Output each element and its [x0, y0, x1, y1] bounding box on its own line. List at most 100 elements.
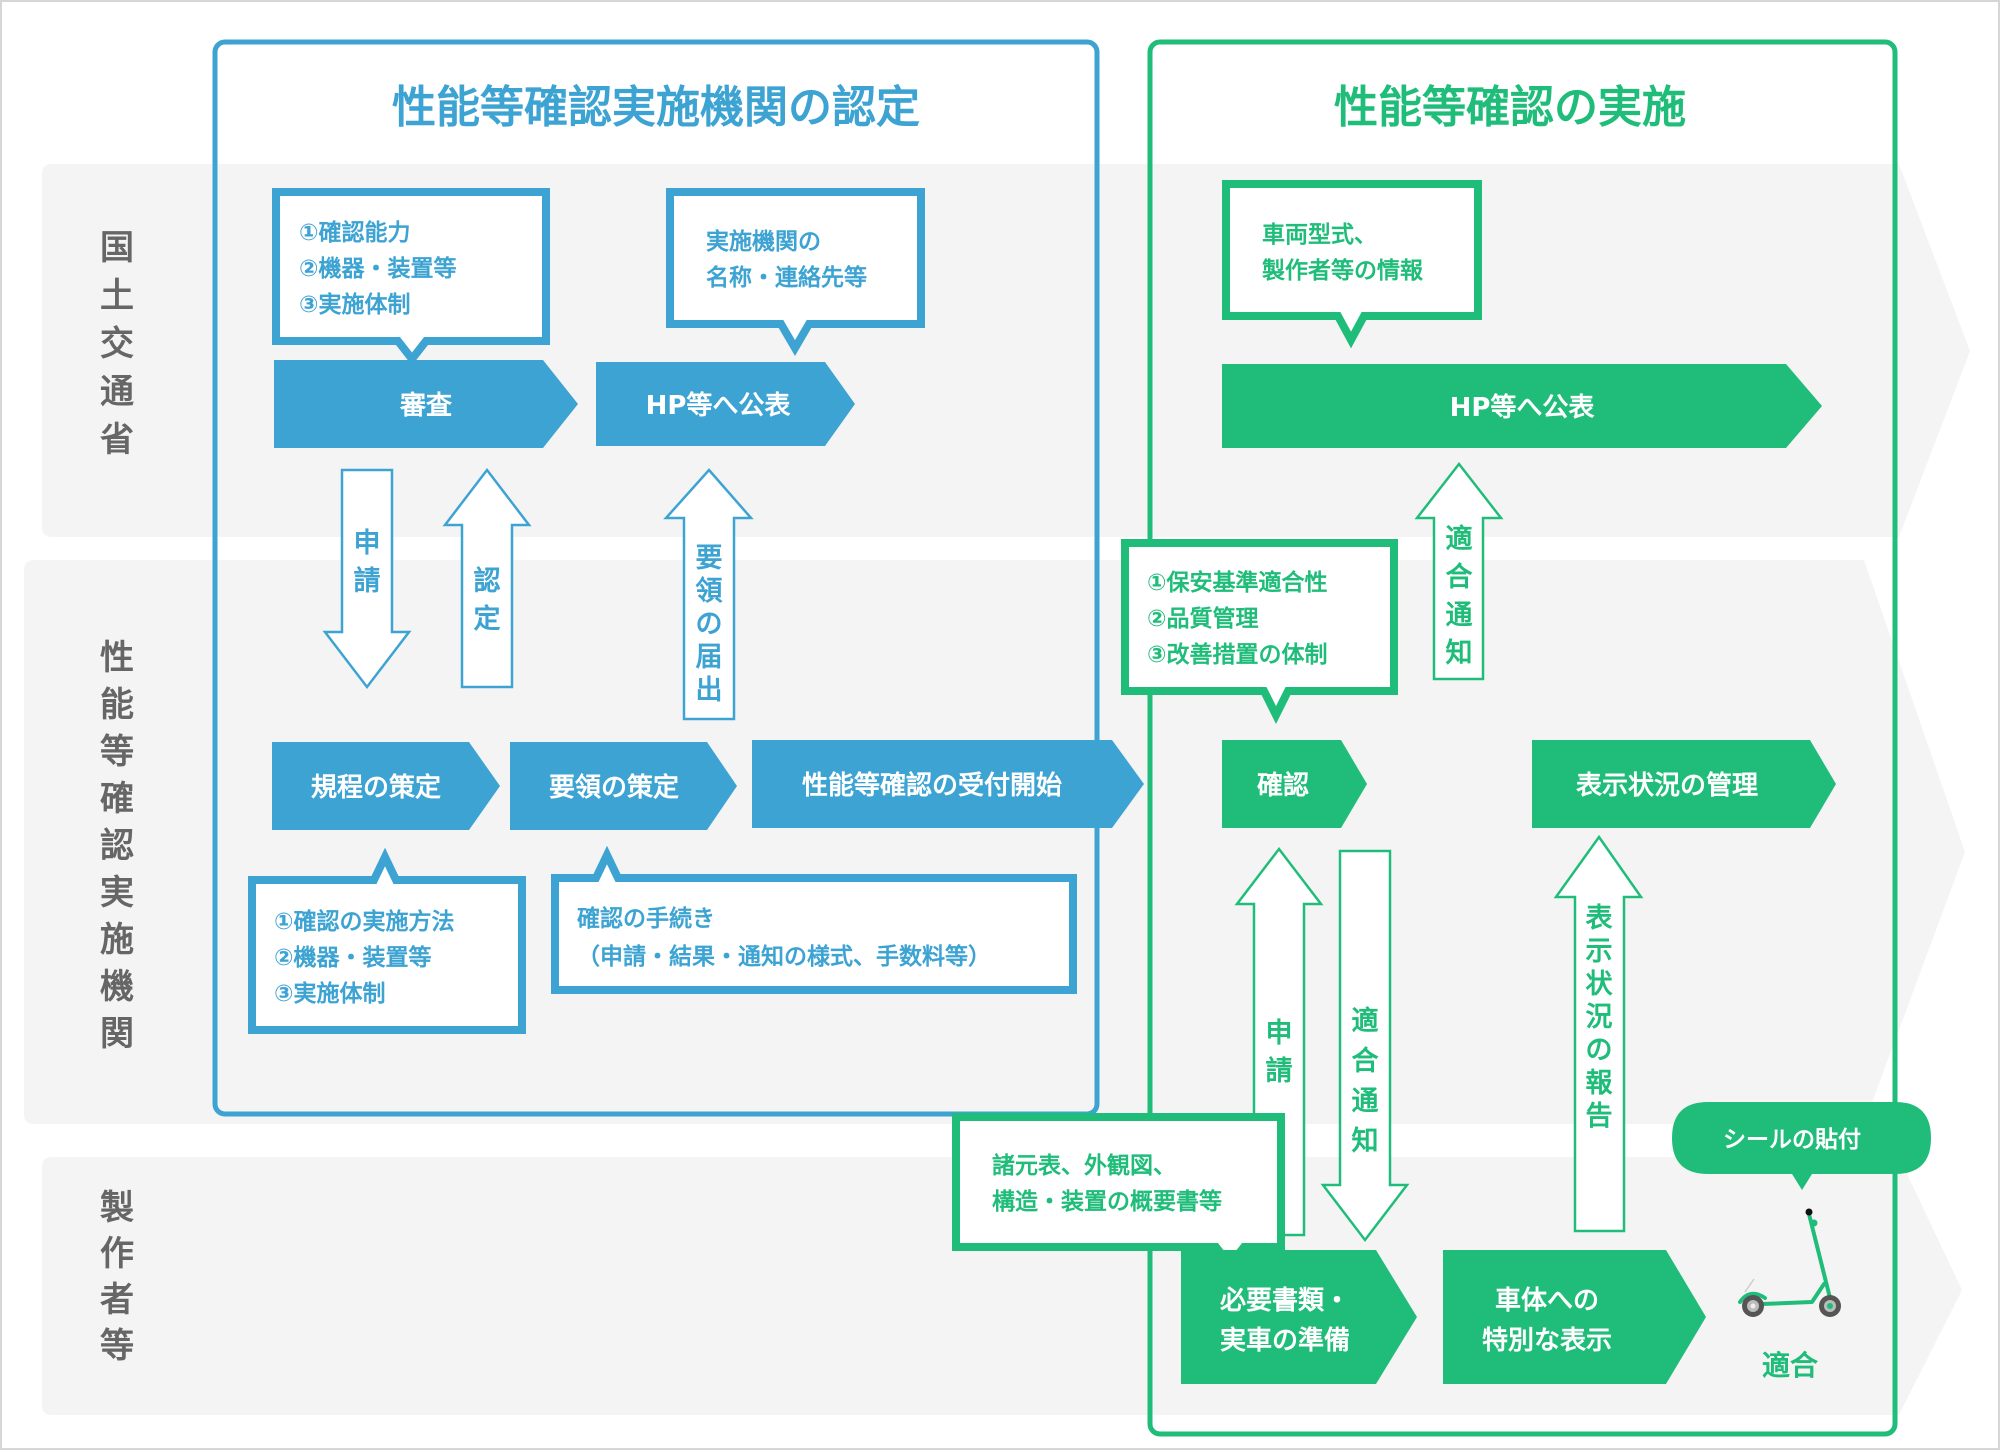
- implementation-frame: [1147, 39, 1898, 1437]
- vertical-char: 適: [1352, 1005, 1379, 1037]
- shape: [510, 742, 737, 830]
- step-guidelines: 要領の策定: [510, 742, 737, 830]
- callout-review-criteria: ①確認能力 ②機器・装置等 ③実施体制: [272, 188, 550, 366]
- step-start-reception: 性能等確認の受付開始: [752, 740, 1144, 828]
- label-text: ②品質管理: [1147, 605, 1258, 632]
- vertical-char: 通: [100, 372, 134, 412]
- step-confirm: 確認: [1222, 740, 1367, 828]
- vertical-char: 合: [1446, 561, 1473, 593]
- lane-label-maker: 製作者等: [100, 1188, 134, 1366]
- vertical-char: 申: [354, 528, 381, 559]
- step-display-management: 表示状況の管理: [1532, 740, 1836, 828]
- vertical-char: の: [696, 609, 723, 640]
- shape: [272, 742, 500, 830]
- label-text: 構造・装置の概要書等: [992, 1188, 1222, 1215]
- shape: [1121, 539, 1398, 724]
- vertical-char: 通: [1446, 600, 1473, 631]
- vertical-char: の: [1586, 1035, 1613, 1066]
- shape: [596, 362, 855, 446]
- implementation-title: 性能等確認の実施: [1334, 82, 1686, 133]
- label-text: 確認: [1257, 770, 1309, 801]
- shape: [274, 360, 578, 448]
- arrow-label: 申請: [1266, 1018, 1293, 1087]
- label-text: ②機器・装置等: [274, 944, 431, 971]
- label-text: HP等へ公表: [646, 390, 792, 421]
- arrow-label: 要領の届出: [696, 543, 723, 706]
- vertical-char: 確: [100, 779, 134, 819]
- vertical-char: 領: [696, 575, 723, 607]
- callout-documents: 諸元表、外観図、 構造・装置の概要書等: [952, 1113, 1285, 1272]
- label-text: ①確認の実施方法: [274, 908, 454, 935]
- callout-publish-info: 実施機関の 名称・連絡先等: [666, 188, 925, 356]
- shape: [663, 468, 754, 721]
- implementation-frame-header-bg: [1148, 40, 1897, 164]
- certification-frame-header-bg: [213, 40, 1099, 164]
- implementation-section: 性能等確認の実施 車両型式、 製作者等の情報 HP等へ公表 適合通知 ①保安基準…: [952, 39, 1931, 1437]
- label-text: 製作者等の情報: [1261, 257, 1424, 284]
- label-text: 車両型式、: [1262, 222, 1377, 248]
- label-text: 車体への: [1495, 1286, 1599, 1316]
- shape: [1810, 1219, 1818, 1227]
- step-publish: HP等へ公表: [596, 362, 855, 446]
- step-special-marking: 車体への 特別な表示: [1443, 1250, 1706, 1384]
- step-prepare-documents: 必要書類・ 実車の準備: [1181, 1250, 1417, 1384]
- callout-rules-content: ①確認の実施方法 ②機器・装置等 ③実施体制: [248, 847, 526, 1034]
- step-publish-green: HP等へ公表: [1222, 364, 1822, 448]
- shape: [1760, 1282, 1826, 1306]
- vertical-char: 請: [354, 565, 381, 597]
- vertical-char: 作: [100, 1234, 134, 1274]
- vertical-char: 報: [1586, 1068, 1614, 1099]
- label-text: 実車の準備: [1220, 1325, 1350, 1356]
- shape: [1553, 834, 1644, 1233]
- label-text: ③実施体制: [274, 980, 385, 1007]
- certification-frame: [212, 39, 1100, 1117]
- lane-label-text: 国土交通省: [100, 228, 134, 460]
- result-label: 適合: [1762, 1349, 1819, 1382]
- shape: [666, 188, 925, 356]
- vertical-char: 知: [1446, 638, 1473, 669]
- arrow-label: 表示状況の報告: [1586, 903, 1614, 1132]
- vertical-char: 知: [1352, 1126, 1379, 1157]
- vertical-char: 認: [474, 565, 501, 597]
- vertical-char: 状: [1586, 969, 1614, 1000]
- step-rules: 規程の策定: [272, 742, 500, 830]
- shape: [1532, 740, 1836, 828]
- shape: [1672, 1102, 1931, 1190]
- label-text: ①確認能力: [299, 219, 410, 246]
- callout-vehicle-info: 車両型式、 製作者等の情報: [1222, 180, 1482, 349]
- arrow-conformity-notice-down: 適合通知: [1320, 849, 1410, 1243]
- lane-label-agency: 性能等確認実施機関: [100, 638, 134, 1054]
- callout-sticker: シールの貼付: [1672, 1102, 1931, 1190]
- vertical-char: 製: [100, 1188, 134, 1228]
- label-text: 確認の手続き: [577, 905, 715, 932]
- label-text: ③実施体制: [299, 291, 410, 318]
- arrow-label: 適合通知: [1446, 523, 1473, 669]
- label-text: ③改善措置の体制: [1147, 641, 1327, 668]
- vertical-char: 性: [100, 638, 134, 678]
- shape: [551, 845, 1077, 994]
- shape: [752, 740, 1144, 828]
- vertical-char: 通: [1352, 1086, 1379, 1117]
- shape: [1738, 1291, 1767, 1304]
- label-text: 要領の策定: [549, 772, 679, 803]
- lane-label-mlit: 国土交通省: [100, 228, 134, 460]
- shape: [1827, 1303, 1833, 1309]
- shape: [248, 847, 526, 1034]
- label-text: 審査: [399, 391, 452, 421]
- arrow-certification-up: 認定: [442, 467, 532, 689]
- arrow-conformity-notice-up: 適合通知: [1414, 461, 1504, 681]
- label-text: ①保安基準適合性: [1147, 569, 1327, 596]
- vertical-char: 交: [100, 324, 134, 364]
- label-text: シールの貼付: [1723, 1127, 1861, 1153]
- label-text: ②機器・装置等: [299, 255, 456, 282]
- shape: [1181, 1250, 1417, 1384]
- vertical-char: 定: [474, 603, 501, 635]
- label-text: 諸元表、外観図、: [992, 1152, 1176, 1179]
- label-text: 名称・連絡先等: [706, 264, 867, 291]
- vertical-char: 省: [100, 420, 134, 460]
- label-text: （申請・結果・通知の様式、手数料等）: [577, 943, 991, 970]
- shape: [1443, 1250, 1706, 1384]
- vertical-char: 等: [100, 732, 134, 772]
- lane-label-text: 性能等確認実施機関: [100, 638, 134, 1054]
